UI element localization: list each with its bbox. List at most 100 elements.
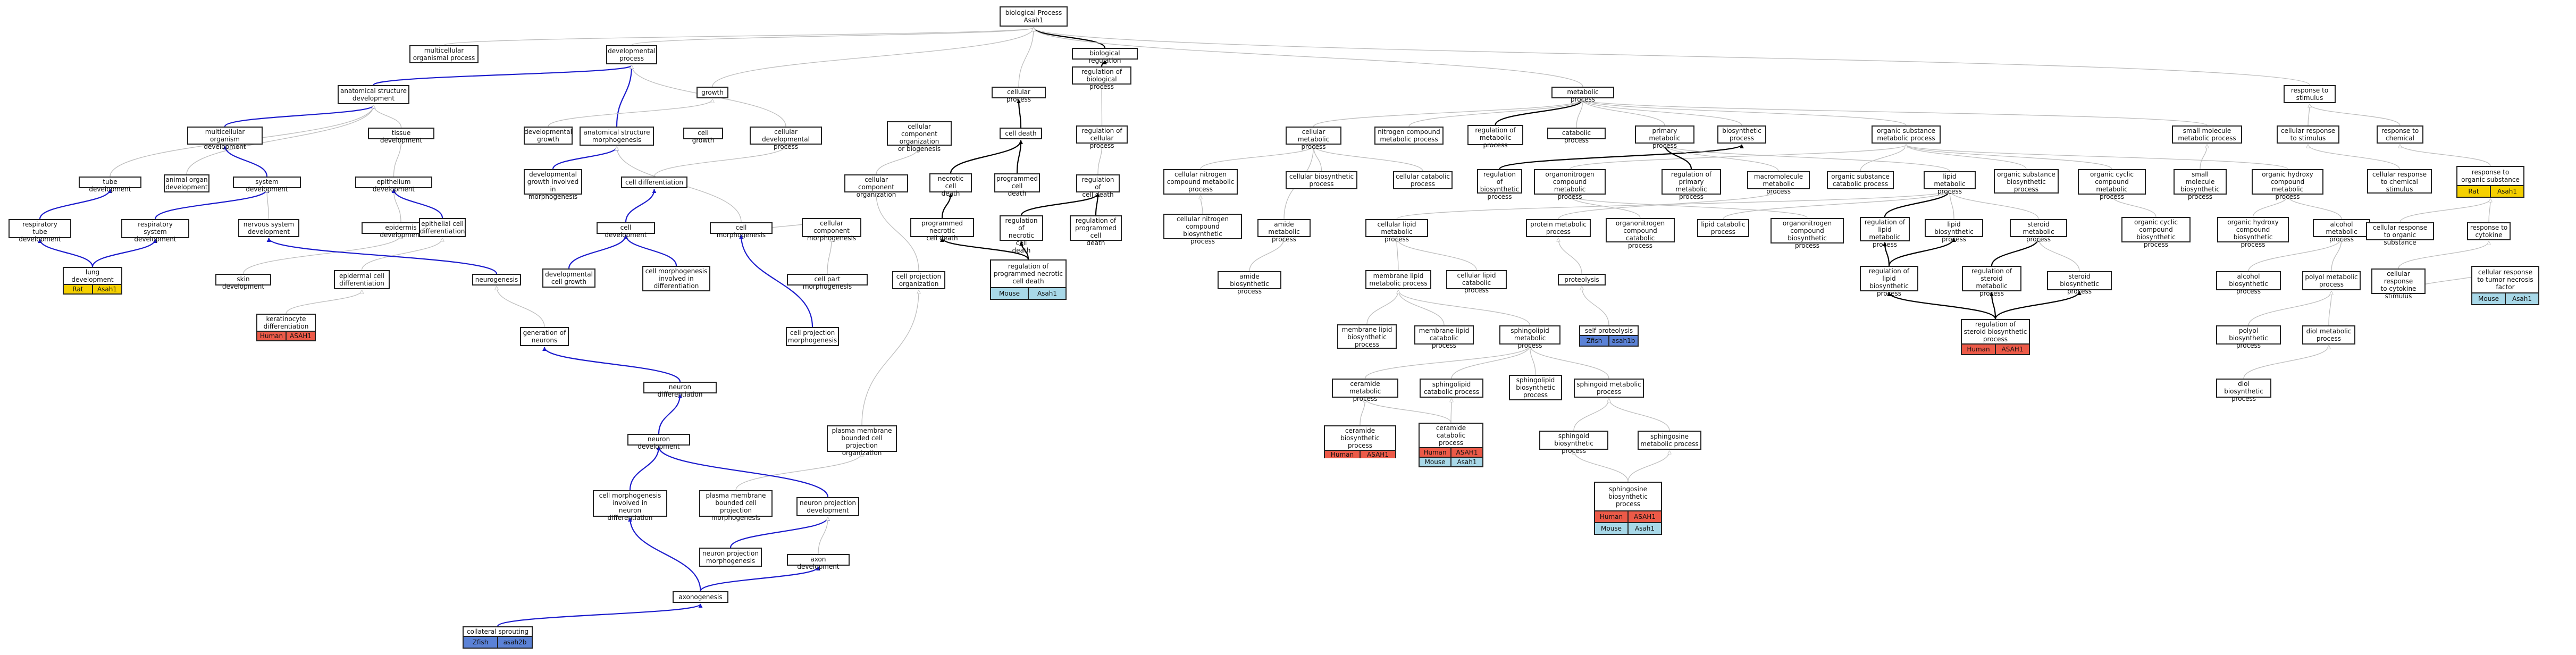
organism-gene-tag: ASAH1 <box>1360 451 1395 458</box>
organism-gene-tag: Asah1 <box>2490 186 2523 197</box>
go-term-anatomical-structure-morphogenesis: anatomical structure morphogenesis <box>580 127 654 146</box>
go-term-label: lipid biosynthetic process <box>1934 221 1974 243</box>
go-term-label: macromolecule metabolic process <box>1753 173 1803 195</box>
go-term-cellular-response-to-stimulus: cellular response to stimulus <box>2277 125 2339 144</box>
go-term-label: generation of neurons <box>523 329 566 344</box>
edge-nervous-system-development-to-system-development <box>267 189 270 220</box>
go-term-label: skin development <box>222 275 265 290</box>
go-term-developmental-cell-growth: developmental cell growth <box>542 268 595 288</box>
organism-gene-tag: Human <box>257 332 286 340</box>
edge-cellular-response-to-stimulus-to-response-to-stimulus <box>2308 104 2310 126</box>
go-term-metabolic-process: metabolic process <box>1551 87 1614 103</box>
organism-gene-tag: Zfish <box>464 637 497 648</box>
edge-programmed-cell-death-to-cell-death <box>1016 140 1023 174</box>
go-term-bp: biological Process Asah1 <box>1000 6 1068 27</box>
go-term-label: amide biosynthetic process <box>1230 273 1269 295</box>
go-term-programmed-cell-death: programmed cell death <box>994 173 1040 197</box>
go-term-cellular-response-to-organic-substance: cellular response to organic substance <box>2366 222 2434 246</box>
edge-pmbcpm-to-pmbcpo <box>735 453 862 491</box>
edge-organic-hydroxy-compound-mp-to-organic-substance-metabolic-process <box>1906 145 2288 170</box>
organism-gene-tag: ASAH1 <box>1995 345 2029 354</box>
go-term-label: developmental process <box>608 47 656 62</box>
go-term-label: protein metabolic process <box>1530 221 1587 236</box>
go-term-label: cell morphogenesis involved in neuron di… <box>599 492 661 522</box>
edge-cell-development-to-cell-differentiation <box>625 189 657 223</box>
edge-cell-part-morphogenesis-to-ccm <box>827 238 832 274</box>
go-term-label: regulation of primary metabolic process <box>1671 171 1712 200</box>
edge-small-molecule-metabolic-process-to-metabolic-process <box>1583 99 2208 126</box>
edge-reg-necrotic-cell-death-to-regulation-cell-death <box>1020 193 1100 216</box>
edge-ceramide-catabolic-process-to-ceramide-metabolic-process <box>1365 399 1451 423</box>
go-term-label: regulation of necrotic cell death <box>1005 217 1038 254</box>
edge-steroid-biosynthetic-process-to-steroid-metabolic-process <box>2038 238 2080 272</box>
go-term-label: axon development <box>797 556 840 570</box>
go-term-cellular-biosynthetic-process: cellular biosynthetic process <box>1286 171 1357 189</box>
go-term-axonogenesis: axonogenesis <box>673 591 728 603</box>
edge-response-to-organic-substance-to-response-to-chemical <box>2400 145 2491 166</box>
go-term-label: response to cytokine <box>2470 224 2508 239</box>
go-term-label: neuron projection development <box>800 499 856 514</box>
edge-cell-morph-diff-to-cell-development <box>624 234 677 266</box>
go-term-epithelial-cell-differentiation: epithelial cell differentiation <box>419 218 466 237</box>
go-term-label: neurogenesis <box>475 276 518 283</box>
edge-developmental-cell-growth-to-cell-development <box>568 234 628 269</box>
edge-sphingoid-metabolic-process-to-sphingolipid-metabolic-process <box>1530 346 1609 379</box>
organism-gene-tag: ASAH1 <box>286 332 315 340</box>
go-term-alcohol-biosynthetic-process: alcohol biosynthetic process <box>2216 271 2281 295</box>
go-term-label: catabolic process <box>1562 129 1591 144</box>
go-term-biosynthetic-process: biosynthetic process <box>1717 125 1766 144</box>
go-term-steroid-biosynthetic-process: steroid biosynthetic process <box>2047 271 2112 295</box>
go-term-label: necrotic cell death <box>937 175 964 197</box>
go-term-response-to-stimulus: response to stimulus <box>2284 85 2336 103</box>
go-term-organic-cyclic-compound-mp: organic cyclic compound metabolic proces… <box>2078 169 2146 200</box>
go-term-small-molecule-metabolic-process: small molecule metabolic process <box>2172 125 2242 144</box>
edge-cell-projection-morphogenesis-to-cell-morphogenesis <box>739 234 813 327</box>
edge-cellular-metabolic-process-to-metabolic-process <box>1313 99 1583 127</box>
go-term-label: developmental growth involved in morphog… <box>527 171 579 200</box>
go-term-reg-necrotic-cell-death: regulation of necrotic cell death <box>1000 215 1043 254</box>
edge-sphingoid-biosynthetic-process-to-sphingoid-metabolic-process <box>1573 399 1609 431</box>
go-term-label: lipid metabolic process <box>1934 173 1966 195</box>
go-term-pmbcpo: plasma membrane bounded cell projection … <box>827 425 897 457</box>
go-term-label: membrane lipid metabolic process <box>1369 272 1428 287</box>
go-term-label: multicellular organism development <box>204 128 246 150</box>
go-term-ccob: cellular component organization or bioge… <box>887 121 952 153</box>
organism-gene-tag: Zfish <box>1580 336 1608 346</box>
go-term-label: organic substance catabolic process <box>1831 173 1890 188</box>
go-term-organic-cyclic-compound-bp: organic cyclic compound biosynthetic pro… <box>2121 217 2191 248</box>
go-term-label: biosynthetic process <box>1722 127 1761 142</box>
go-term-label: polyol metabolic process <box>2305 273 2358 288</box>
go-term-label: epithelium development <box>372 178 415 193</box>
go-term-organonitrogen-compound-mp: organonitrogen compound metabolic proces… <box>1534 169 1606 200</box>
edge-reg-steroid-metabolic-process-to-steroid-metabolic-process <box>1991 238 2041 266</box>
edge-cell-morph-neuron-diff-to-neuron-development <box>629 446 661 491</box>
go-term-label: cell growth <box>692 129 715 144</box>
edge-membrane-lipid-catabolic-process-to-membrane-lipid-metabolic-process <box>1398 290 1445 326</box>
go-term-label: organic substance biosynthetic process <box>1997 171 2055 193</box>
go-term-label: biological Process Asah1 <box>1005 9 1062 24</box>
edge-organic-cyclic-compound-bp-to-organic-cyclic-compound-mp <box>2112 196 2157 217</box>
go-term-label: developmental growth <box>524 128 572 143</box>
go-term-amide-metabolic-process: amide metabolic process <box>1257 219 1311 243</box>
go-term-sphingosine-metabolic-process: sphingosine metabolic process <box>1638 431 1701 450</box>
edge-response-to-stimulus-to-bp <box>1034 28 2310 86</box>
go-term-label: cellular biosynthetic process <box>1289 173 1354 188</box>
go-term-cell-projection-organization: cell projection organization <box>892 271 945 289</box>
go-term-label: cellular component organization or bioge… <box>897 123 941 153</box>
edge-axon-development-to-neuron-projection-development <box>818 517 828 555</box>
go-term-label: cellular developmental process <box>762 128 810 150</box>
organism-gene-tag: ASAH1 <box>1627 511 1661 522</box>
go-term-label: small molecule metabolic process <box>2178 127 2236 142</box>
edge-protein-metabolic-process-to-macromolecule-metabolic-process <box>1558 190 1778 220</box>
go-term-animal-organ-development: animal organ development <box>164 174 209 192</box>
edge-reg-prog-necrotic-cell-death-to-reg-necrotic-cell-death <box>1019 241 1029 260</box>
go-term-label: epidermal cell differentiation <box>339 272 384 287</box>
edge-multicellular-organism-development-to-anatomical-structure-development <box>224 104 376 127</box>
edge-cellular-catabolic-process-to-cellular-metabolic-process <box>1314 146 1423 172</box>
go-term-organic-substance-biosynthetic-process: organic substance biosynthetic process <box>1994 169 2059 194</box>
go-term-respiratory-tube-development: respiratory tube development <box>9 219 71 243</box>
go-term-label: cell morphogenesis <box>716 224 766 239</box>
go-term-axon-development: axon development <box>787 554 850 570</box>
